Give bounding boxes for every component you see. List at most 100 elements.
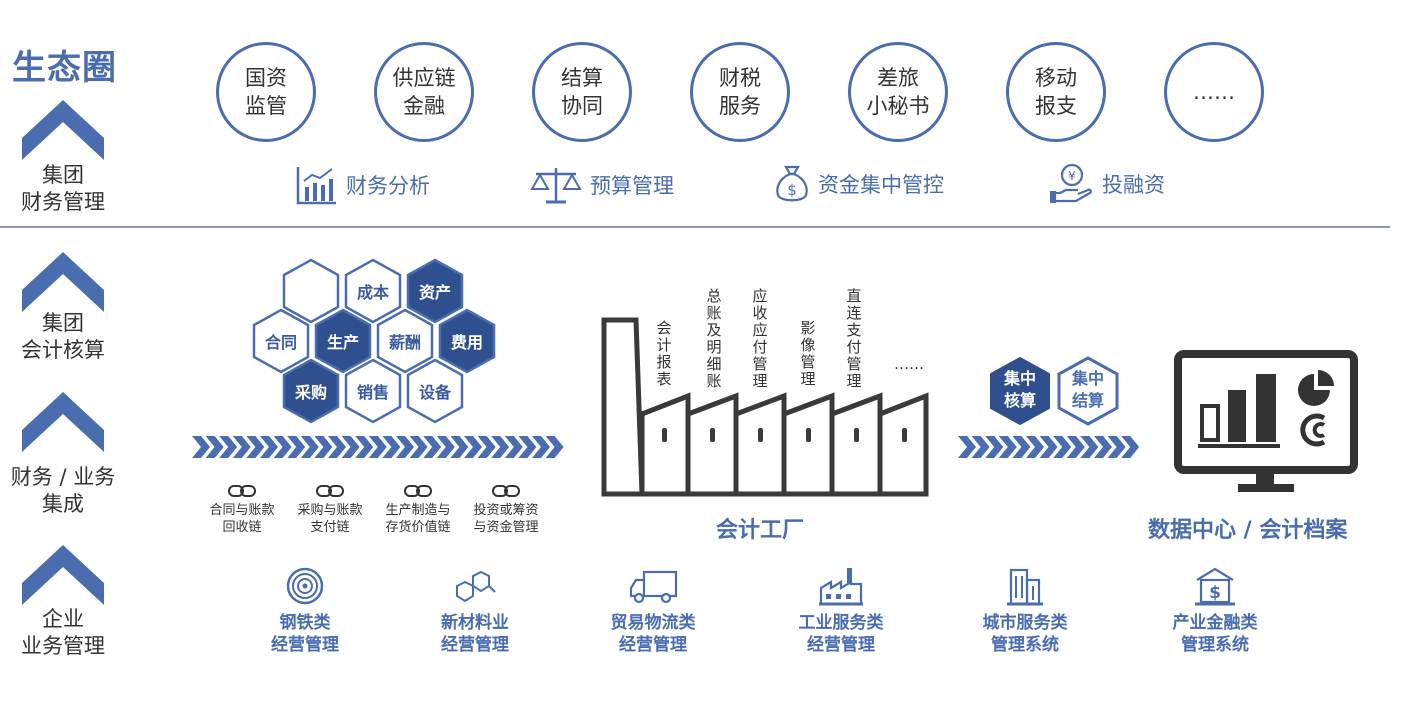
bar-chart-icon	[296, 167, 336, 205]
arrow-chevron	[985, 436, 1004, 458]
hex-label: 资产	[418, 283, 451, 302]
value-chain: 采购与账款支付链	[282, 482, 378, 536]
chevron-up-icon	[22, 100, 104, 160]
balance-scale-icon	[530, 168, 582, 204]
arrow-chevron	[958, 436, 976, 458]
business-type: 贸易物流类经营管理	[588, 566, 718, 656]
arrow-chevron	[328, 436, 346, 458]
business-module-hex: 设备	[406, 358, 464, 424]
arrow-chevron	[971, 436, 990, 458]
arrow-chevron	[532, 436, 550, 458]
hex-label: 销售	[356, 383, 389, 402]
finance-function: $ 资金集中管控	[774, 163, 944, 205]
flow-arrows	[192, 436, 564, 458]
hex-label: 薪酬	[388, 333, 421, 352]
business-module-hex: 合同	[252, 308, 310, 374]
steel-coil-icon	[286, 567, 324, 605]
business-type: 钢铁类经营管理	[240, 566, 370, 656]
chevron-up-icon	[22, 545, 104, 605]
money-bag-icon: $	[776, 165, 808, 202]
arrow-chevron	[1107, 436, 1126, 458]
hex-label: 合同	[264, 333, 297, 352]
arrow-chevron	[205, 436, 224, 458]
business-module-hex: 生产	[314, 308, 372, 374]
link-icon	[228, 485, 256, 497]
arrow-chevron	[1026, 436, 1044, 458]
truck-icon	[629, 570, 678, 604]
accounting-factory-icon	[601, 317, 929, 497]
arrow-chevron	[341, 436, 360, 458]
hex-label: 设备	[418, 383, 451, 402]
arrow-chevron	[314, 436, 333, 458]
arrow-chevron	[409, 436, 428, 458]
arrow-chevron	[382, 436, 401, 458]
svg-text:$: $	[787, 181, 797, 199]
arrow-chevron	[368, 436, 387, 458]
flow-arrows	[958, 436, 1140, 458]
level-label-business: 企业 业务管理	[21, 607, 105, 658]
link-icon	[404, 485, 432, 497]
molecule-icon	[456, 570, 496, 603]
city-building-icon	[1007, 568, 1043, 606]
finance-function: 预算管理	[530, 165, 674, 205]
arrow-chevron	[396, 436, 414, 458]
arrow-chevron	[355, 436, 374, 458]
arrow-chevron	[300, 436, 319, 458]
chevron-up-icon	[22, 252, 104, 312]
level-label-accounting: 集团 会计核算	[21, 311, 105, 362]
arrow-chevron	[436, 436, 455, 458]
arrow-chevron	[423, 436, 442, 458]
value-chain: 投资或筹资与资金管理	[458, 482, 554, 536]
arrow-chevron	[1039, 436, 1058, 458]
business-module-hex: 费用	[438, 308, 496, 374]
arrow-chevron	[504, 436, 523, 458]
hex-label: 费用	[450, 333, 483, 352]
finance-function: 财务分析	[296, 165, 430, 205]
factory-item-label: 应收应付管理	[752, 287, 768, 390]
arrow-chevron	[273, 436, 292, 458]
arrow-chevron	[477, 436, 496, 458]
arrow-chevron	[1080, 436, 1099, 458]
arrow-chevron	[464, 436, 482, 458]
ecosystem-circle-more: ……	[1164, 42, 1264, 142]
business-module-hex: 销售	[344, 358, 402, 424]
central-settlement-label: 集中 结算	[1071, 369, 1104, 410]
arrow-chevron	[518, 436, 537, 458]
arrow-chevron	[450, 436, 469, 458]
factory-item-label: ……	[894, 355, 924, 373]
factory-item-label: 总账及明细账	[706, 287, 722, 390]
svg-text:¥: ¥	[1068, 169, 1076, 183]
business-type: 城市服务类管理系统	[960, 566, 1090, 656]
ecosystem-circle: 结算协同	[532, 42, 632, 142]
link-icon	[492, 485, 520, 497]
level-label-finance: 集团 财务管理	[21, 163, 105, 214]
value-chain: 生产制造与存货价值链	[370, 482, 466, 536]
business-module-hex: 薪酬	[376, 308, 434, 374]
ecosystem-circle: 供应链金融	[374, 42, 474, 142]
bank-icon: $	[1195, 567, 1235, 606]
ecosystem-circle: 国资监管	[216, 42, 316, 142]
value-chain: 合同与账款回收链	[194, 482, 290, 536]
ecosystem-circle: 移动报支	[1006, 42, 1106, 142]
ecosystem-circle: 差旅小秘书	[848, 42, 948, 142]
business-module-hex: 采购	[282, 358, 340, 424]
chevron-up-icon	[22, 392, 104, 452]
arrow-chevron	[491, 436, 510, 458]
ecosystem-circle: 财税服务	[690, 42, 790, 142]
hex-label: 成本	[356, 283, 389, 302]
factory-item-label: 影像管理	[800, 319, 816, 388]
hex-label: 生产	[326, 333, 359, 352]
arrow-chevron	[1012, 436, 1031, 458]
finance-function: ¥ 投融资	[1048, 163, 1165, 205]
arrow-chevron	[246, 436, 265, 458]
business-module-hex	[282, 258, 340, 324]
data-center-label: 数据中心 / 会计档案	[1148, 518, 1348, 543]
arrow-chevron	[998, 436, 1017, 458]
link-icon	[316, 485, 344, 497]
arrow-chevron	[545, 436, 564, 458]
arrow-chevron	[1066, 436, 1085, 458]
factory-icon	[819, 568, 863, 606]
arrow-chevron	[1053, 436, 1072, 458]
arrow-chevron	[232, 436, 251, 458]
business-type: 新材料业经营管理	[410, 566, 540, 656]
